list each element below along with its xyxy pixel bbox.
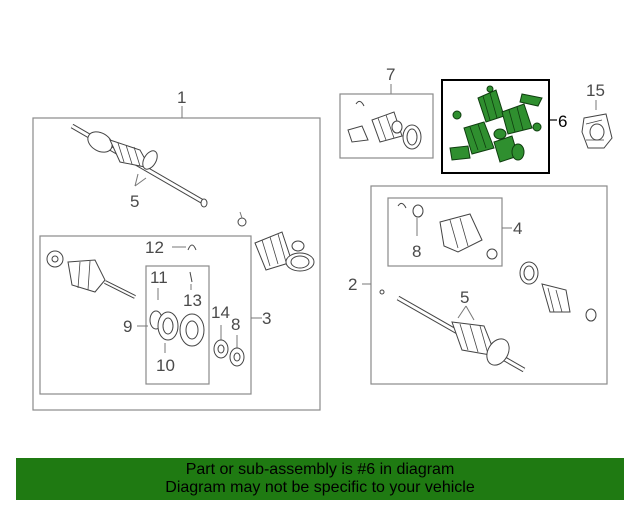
footer-banner: Part or sub-assembly is #6 in diagram Di… [16,458,624,500]
boot-right[interactable] [519,261,597,322]
callout-8-right[interactable]: 8 [412,242,421,261]
bolt-small[interactable] [237,211,247,227]
box-7 [339,93,434,159]
boot-kit-6-parts[interactable] [449,85,543,163]
callout-12[interactable]: 12 [145,238,164,257]
box-1 [32,117,321,411]
seal-14[interactable] [213,339,229,359]
bearing-10[interactable] [157,311,179,341]
callout-11[interactable]: 11 [150,268,168,287]
callout-13[interactable]: 13 [183,291,202,310]
half-shaft-upper[interactable] [70,123,208,208]
callout-10[interactable]: 10 [156,356,175,375]
boot-and-clamps[interactable] [254,231,315,272]
inboard-joint-4[interactable] [397,202,498,260]
half-shaft-lower[interactable] [396,295,526,373]
clip-12[interactable] [187,244,197,251]
callout-8-left[interactable]: 8 [231,315,240,334]
group-15: 15 [581,81,613,149]
group-6-highlighted: 6 [441,79,567,174]
callout-1[interactable]: 1 [177,88,186,107]
box-2 [370,185,608,385]
callout-5-left[interactable]: 5 [130,192,139,211]
callout-2[interactable]: 2 [348,275,357,294]
box-9-13 [145,265,210,385]
seal-8-left[interactable] [229,347,245,367]
parts-diagram: 1 5 3 12 [32,65,613,411]
callout-15[interactable]: 15 [586,81,605,100]
box-6 [441,79,550,174]
callout-6[interactable]: 6 [558,112,567,131]
footer-line-1: Part or sub-assembly is #6 in diagram [185,461,455,478]
callout-9[interactable]: 9 [123,317,132,336]
boot-kit-7-parts[interactable] [347,100,422,150]
clip-small-right[interactable] [379,289,385,295]
outboard-joint[interactable] [46,250,136,299]
clip-13[interactable] [189,271,193,283]
group-7-boot-kit: 7 [339,65,434,159]
group-2-right-axle: 2 4 8 5 [348,185,608,385]
callout-14[interactable]: 14 [211,303,230,322]
callout-5-right[interactable]: 5 [460,288,469,307]
box-3 [39,235,252,395]
footer-line-2: Diagram may not be specific to your vehi… [165,479,475,496]
callout-7[interactable]: 7 [386,65,395,84]
part-15-bracket[interactable] [581,113,613,149]
housing-13[interactable] [179,313,205,347]
callout-4[interactable]: 4 [513,219,522,238]
callout-3[interactable]: 3 [262,309,271,328]
group-1-left-axle: 1 5 3 12 [32,88,321,411]
box-4 [387,197,503,267]
